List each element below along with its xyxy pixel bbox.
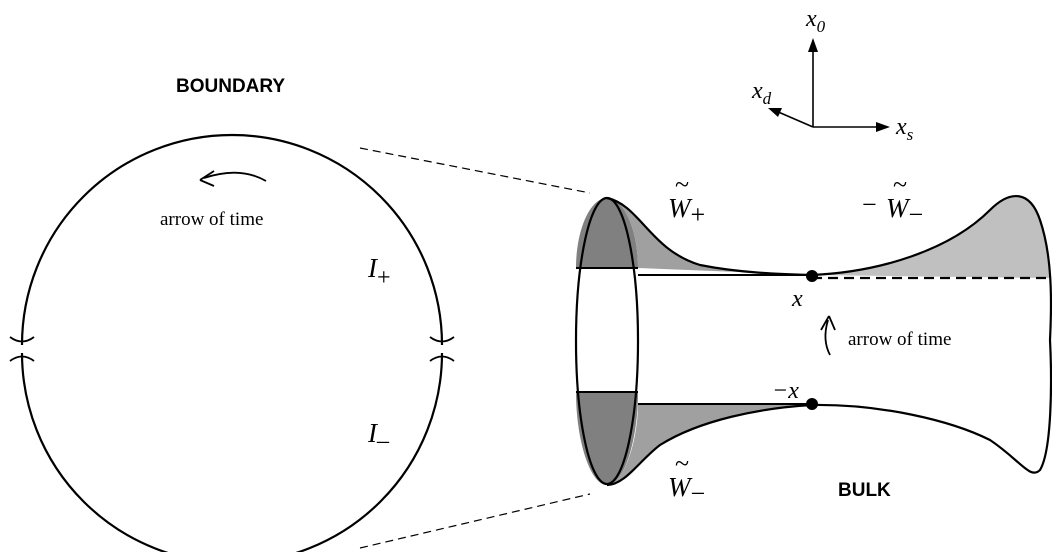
- cut-mark-right: [429, 336, 455, 362]
- label-i-plus: I+: [367, 253, 391, 291]
- projection-line-bottom: [359, 493, 591, 549]
- point-minus-x: [806, 398, 818, 410]
- label-minus-w-minus-tilde: ~: [893, 170, 907, 199]
- axis-label-xs: xs: [895, 114, 914, 144]
- label-minus-w-minus: W−: [886, 193, 923, 229]
- label-boundary: BOUNDARY: [176, 76, 285, 97]
- boundary-circle-lower: [20, 352, 444, 552]
- label-bulk: BULK: [838, 480, 891, 501]
- axis-label-xd: xd: [751, 78, 772, 108]
- label-w-minus-bottom: W−: [668, 472, 705, 508]
- point-x: [806, 270, 818, 282]
- label-arrow-of-time-right: arrow of time: [848, 329, 951, 350]
- region-w-minus-bottom: [607, 404, 812, 485]
- arrow-of-time-right-arrow: [820, 315, 836, 356]
- projection-line-top: [359, 147, 591, 194]
- label-w-plus: W+: [668, 193, 705, 229]
- label-w-minus-bottom-tilde: ~: [675, 449, 689, 478]
- label-point-minus-x: −x: [772, 378, 799, 404]
- region-w-plus: [607, 198, 812, 275]
- cut-mark-left: [9, 336, 35, 362]
- label-point-x: x: [791, 286, 803, 312]
- label-i-minus: I_: [367, 418, 390, 448]
- arrow-of-time-left-arrow: [199, 170, 267, 187]
- label-minus-w-minus-prefix: −: [862, 190, 877, 219]
- bulk-top-outline: [606, 194, 1052, 341]
- bulk-bottom-outline: [606, 339, 1052, 487]
- region-minus-w-minus: [812, 196, 1050, 278]
- axis-label-x0: x0: [805, 6, 826, 36]
- axes: [768, 38, 890, 132]
- boundary-circle-upper: [20, 133, 444, 346]
- label-w-plus-tilde: ~: [675, 170, 689, 199]
- label-arrow-of-time-left: arrow of time: [160, 209, 263, 230]
